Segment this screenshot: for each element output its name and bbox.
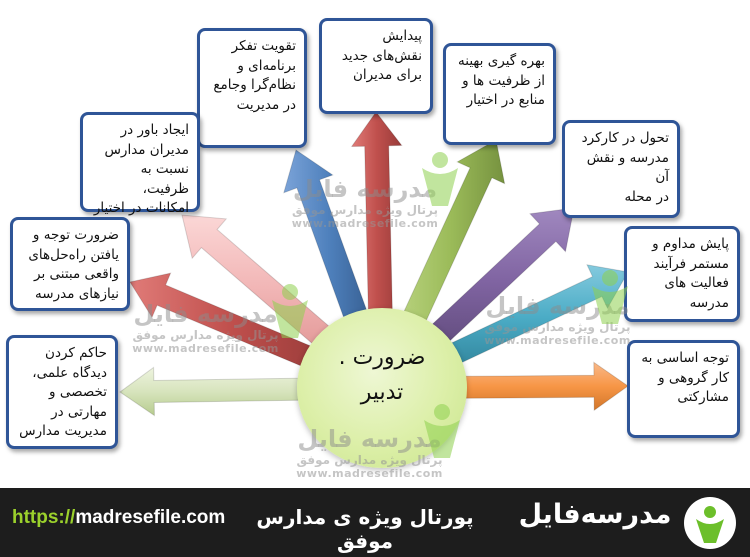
watermark-title: مدرسه فایل xyxy=(133,300,278,328)
watermark-subtitle: پرتال ویژه مدارس موفق xyxy=(484,320,631,334)
box-right-2: پایش مداوم و مستمر فرآیند فعالیت های مدر… xyxy=(624,226,740,322)
box-top-right-1: بهره گیری بهینه از ظرفیت ها و منابع در ا… xyxy=(443,43,556,145)
footer-tagline: پورتال ویژه ی مدارس موفق xyxy=(256,505,474,553)
watermark-subtitle: پرتال ویژه مدارس موفق xyxy=(291,203,438,217)
arrow-right-1 xyxy=(418,207,575,356)
watermark-logo-icon xyxy=(424,404,460,458)
brand-logo-icon xyxy=(684,497,736,549)
watermark-title: مدرسه فایل xyxy=(297,425,442,453)
center-label: ضرورت . تدبیر xyxy=(338,345,426,406)
arrows-layer xyxy=(119,111,629,417)
box-top-left-1: تقویت تفکر برنامه‌ای و نظام‌گرا وجامع در… xyxy=(197,28,307,148)
arrow-top xyxy=(350,111,403,329)
watermark-title: مدرسه فایل xyxy=(292,175,438,203)
box-top: پیدایش نقش‌های جدید برای مدیران xyxy=(319,18,433,114)
arrow-right-3 xyxy=(461,361,629,412)
box-left-2: ضرورت توجه و یافتن راه‌حل‌های واقعی مبتن… xyxy=(10,217,130,311)
watermark-url: www.madresefile.com xyxy=(484,334,631,347)
arrow-left-1 xyxy=(181,214,344,358)
box-right-3: توجه اساسی به کار گروهی و مشارکتی xyxy=(627,340,740,438)
watermark-url: www.madresefile.com xyxy=(132,342,279,355)
watermark-group-4: مدرسه فایل پرتال ویژه مدارس موفق www.mad… xyxy=(282,425,457,480)
watermark-logo-icon xyxy=(592,270,628,324)
arrow-top-right-1 xyxy=(396,139,506,338)
box-left-1: ایجاد باور در مدیران مدارس نسبت به ظرفیت… xyxy=(80,112,200,216)
watermark-subtitle: پرتال ویژه مدارس موفق xyxy=(296,453,443,467)
arrow-left-3 xyxy=(119,366,308,417)
footer-bar xyxy=(0,488,750,557)
watermark-url: www.madresefile.com xyxy=(296,467,443,480)
arrow-left-2 xyxy=(129,272,330,375)
watermark-group-2: مدرسه فایل پرتال ویژه مدارس موفق www.mad… xyxy=(118,300,293,355)
footer-brand: مدرسه‌فایل xyxy=(518,499,672,530)
watermark-url: www.madresefile.com xyxy=(291,217,439,230)
watermark-logo-icon xyxy=(272,284,308,338)
watermark-group-1: مدرسه فایل پرتال ویژه مدارس موفق www.mad… xyxy=(285,175,445,230)
arrow-top-left-1 xyxy=(283,149,373,335)
watermark-logo-icon xyxy=(422,152,458,206)
box-right-1: تحول در کارکرد مدرسه و نقش آن در محله xyxy=(562,120,680,218)
footer-url[interactable]: https://madresefile.com xyxy=(12,507,225,529)
footer-url-prefix: https:// xyxy=(12,507,76,528)
footer-url-main: madresefile.com xyxy=(75,507,226,528)
diagram-canvas: ضرورت . تدبیر پیدایش نقش‌های جدید برای م… xyxy=(6,18,740,480)
watermark-subtitle: پرتال ویژه مدارس موفق xyxy=(132,328,279,342)
box-left-3: حاکم کردن دیدگاه علمی، تخصصی و مهارتی در… xyxy=(6,335,118,449)
